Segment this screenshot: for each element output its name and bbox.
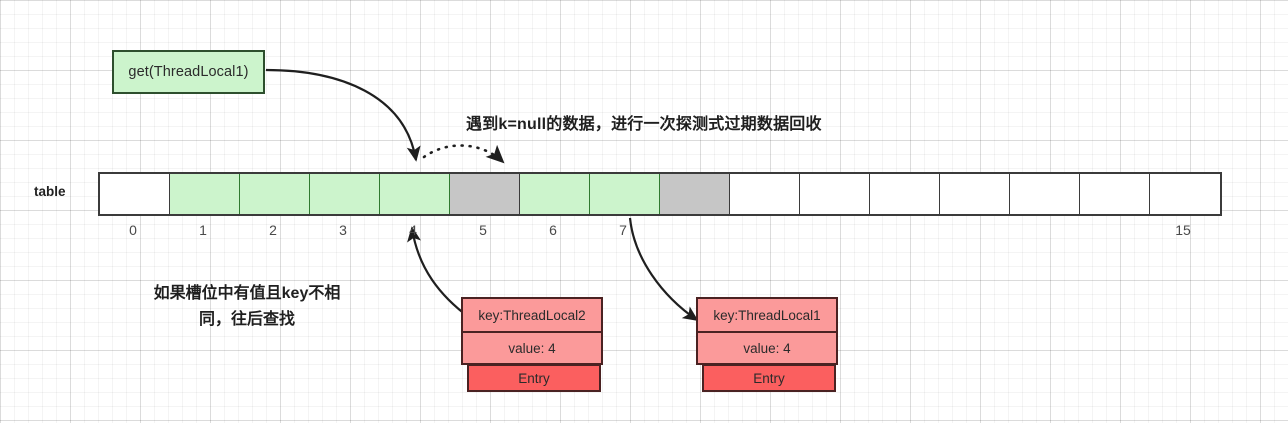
entry-threadlocal1[interactable]: key:ThreadLocal1 value: 4 Entry <box>696 297 838 392</box>
get-call-label: get(ThreadLocal1) <box>128 64 249 80</box>
table-index-row: 0 1 2 3 4 5 6 7 15 <box>98 222 1218 242</box>
table-slot-6[interactable] <box>520 174 590 214</box>
table-slot-0[interactable] <box>100 174 170 214</box>
index-label-7: 7 <box>619 222 627 238</box>
index-label-15: 15 <box>1175 222 1191 238</box>
index-label-5: 5 <box>479 222 487 238</box>
index-label-3: 3 <box>339 222 347 238</box>
table-slot-15[interactable] <box>1150 174 1220 214</box>
index-label-13 <box>1008 222 1078 242</box>
index-label-6: 6 <box>549 222 557 238</box>
table-slot-5[interactable] <box>450 174 520 214</box>
index-label-1: 1 <box>199 222 207 238</box>
index-label-10 <box>798 222 868 242</box>
table-slot-12[interactable] <box>940 174 1010 214</box>
entry-value-cell: value: 4 <box>461 331 603 365</box>
annotation-linear-probe-line2: 同，往后查找 <box>198 311 295 328</box>
annotation-linear-probe: 如果槽位中有值且key不相 同，往后查找 <box>104 281 390 333</box>
index-label-2: 2 <box>269 222 277 238</box>
entry-threadlocal2[interactable]: key:ThreadLocal2 value: 4 Entry <box>461 297 603 392</box>
index-label-4: 4 <box>409 222 417 238</box>
annotation-stale-cleanup: 遇到k=null的数据，进行一次探测式过期数据回收 <box>466 116 822 133</box>
entry-key-cell: key:ThreadLocal1 <box>696 297 838 331</box>
arrow-entry2-to-slot4 <box>407 226 471 319</box>
index-label-0: 0 <box>129 222 137 238</box>
table-slot-2[interactable] <box>240 174 310 214</box>
entry-value-cell: value: 4 <box>696 331 838 365</box>
table-slot-4[interactable] <box>380 174 450 214</box>
table-slot-9[interactable] <box>730 174 800 214</box>
index-label-12 <box>938 222 1008 242</box>
arrow-get-to-slot4 <box>265 68 421 162</box>
table-slot-8[interactable] <box>660 174 730 214</box>
table-slot-row <box>98 172 1222 216</box>
table-slot-13[interactable] <box>1010 174 1080 214</box>
table-slot-1[interactable] <box>170 174 240 214</box>
index-label-11 <box>868 222 938 242</box>
entry-footer-label: Entry <box>467 364 601 392</box>
table-label: table <box>34 184 66 199</box>
arrow-probe-dotted <box>422 144 505 164</box>
entry-key-cell: key:ThreadLocal2 <box>461 297 603 331</box>
index-label-8 <box>658 222 728 242</box>
arrow-slot7-to-entry1 <box>628 217 699 321</box>
table-slot-14[interactable] <box>1080 174 1150 214</box>
table-slot-10[interactable] <box>800 174 870 214</box>
annotation-linear-probe-line1: 如果槽位中有值且key不相 <box>153 285 341 302</box>
index-label-9 <box>728 222 798 242</box>
table-slot-11[interactable] <box>870 174 940 214</box>
entry-footer-label: Entry <box>702 364 836 392</box>
table-slot-3[interactable] <box>310 174 380 214</box>
get-call-box[interactable]: get(ThreadLocal1) <box>112 50 265 94</box>
index-label-14 <box>1078 222 1148 242</box>
table-slot-7[interactable] <box>590 174 660 214</box>
